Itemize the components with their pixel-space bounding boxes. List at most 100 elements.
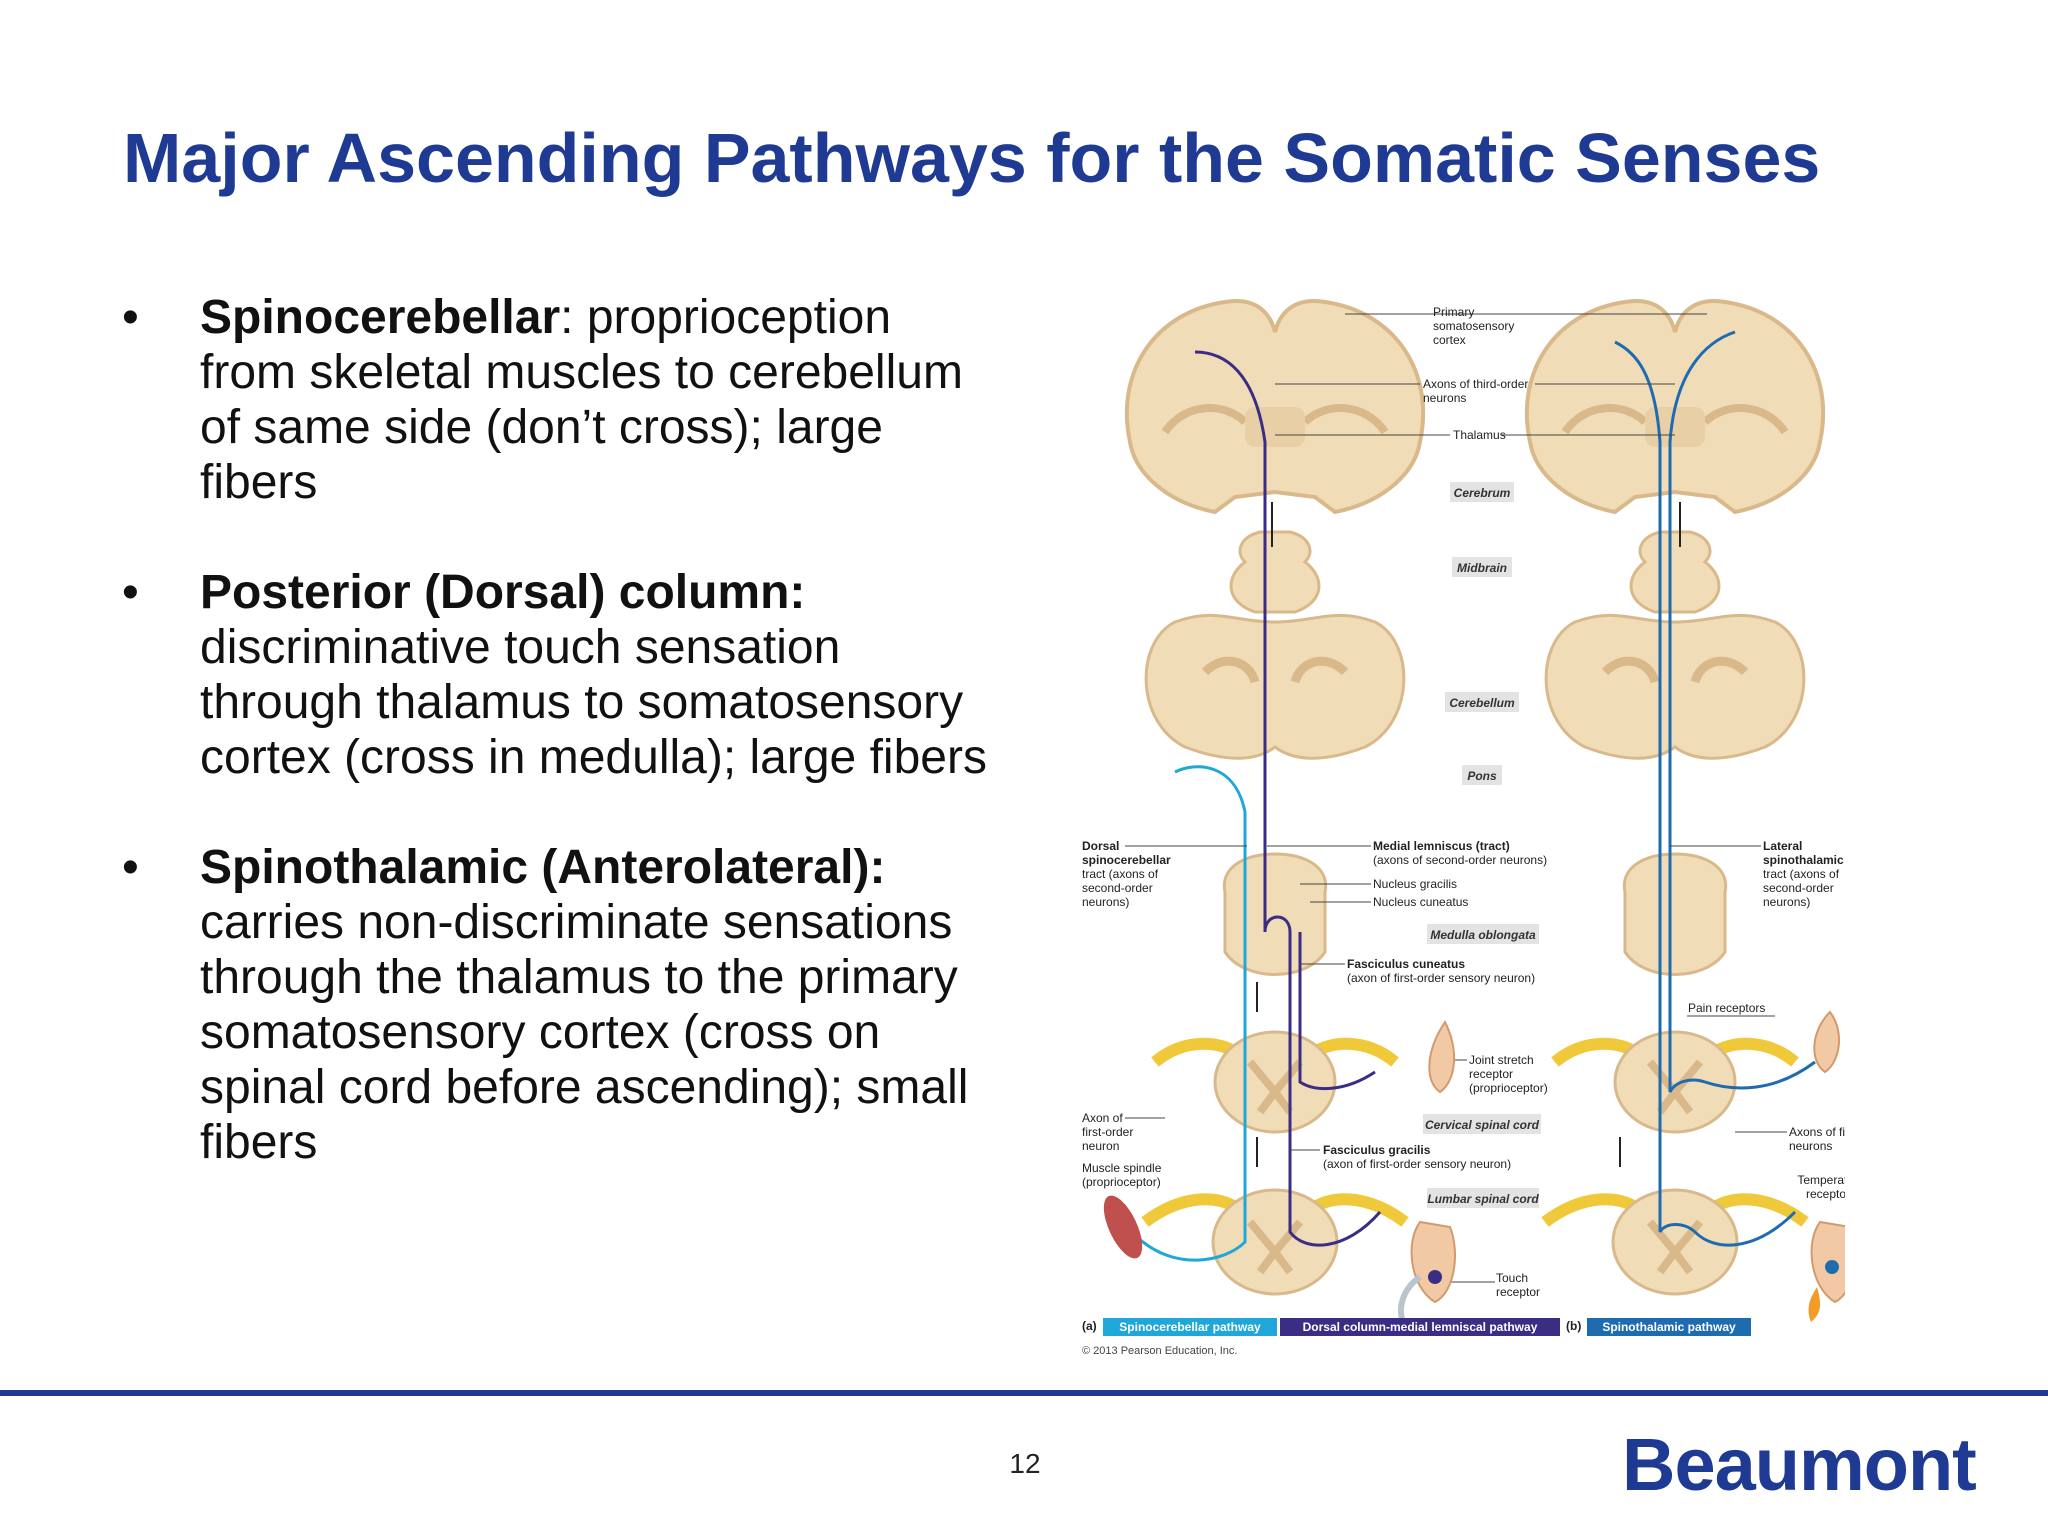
svg-text:cortex: cortex <box>1433 333 1466 347</box>
bullet-marker: • <box>122 841 139 894</box>
beaumont-logo: Beaumont <box>1622 1423 1977 1506</box>
legend-spinothalamic: Spinothalamic pathway <box>1602 1320 1736 1334</box>
pathways-diagram: Primary somatosensory cortex Axons of th… <box>1082 299 1890 1357</box>
svg-text:Thalamus: Thalamus <box>1453 428 1506 442</box>
label-axons-third-order: Axons of third-order neurons <box>1275 377 1675 405</box>
joint-receptor-icon <box>1428 1020 1456 1094</box>
svg-text:Axon of: Axon of <box>1082 1111 1123 1125</box>
svg-text:somatosensory: somatosensory <box>1433 319 1514 333</box>
label-nucleus-gracilis: Nucleus gracilis <box>1300 877 1457 891</box>
svg-text:receptor: receptor <box>1496 1285 1540 1299</box>
svg-text:(proprioceptor): (proprioceptor) <box>1469 1081 1548 1095</box>
label-dorsal-spinocerebellar-tract: Dorsal spinocerebellar tract (axons of s… <box>1082 839 1247 909</box>
svg-text:spinocerebellar: spinocerebellar <box>1082 853 1171 867</box>
bullet-marker: • <box>122 291 139 344</box>
region-label-cerebrum: Cerebrum <box>1450 482 1514 502</box>
svg-text:Pons: Pons <box>1467 769 1497 783</box>
svg-text:Lateral: Lateral <box>1763 839 1802 853</box>
left-brainstem-midbrain <box>1229 530 1321 614</box>
ascending-pathways-figure: Primary somatosensory cortex Axons of th… <box>1075 292 1890 1362</box>
svg-text:receptor: receptor <box>1469 1067 1513 1081</box>
legend-spinocerebellar: Spinocerebellar pathway <box>1119 1320 1261 1334</box>
region-label-lumbar: Lumbar spinal cord <box>1427 1188 1539 1208</box>
svg-text:tract (axons of: tract (axons of <box>1082 867 1159 881</box>
svg-text:Cerebrum: Cerebrum <box>1454 486 1511 500</box>
bullet-term: Spinocerebellar <box>200 291 561 344</box>
svg-text:neurons): neurons) <box>1082 895 1129 909</box>
svg-text:Temperature: Temperature <box>1797 1173 1845 1187</box>
region-label-cerebellum: Cerebellum <box>1445 692 1519 712</box>
svg-text:neurons: neurons <box>1789 1139 1832 1153</box>
label-fasciculus-cuneatus: Fasciculus cuneatus (axon of first-order… <box>1300 957 1535 985</box>
label-joint-stretch-receptor: Joint stretch receptor (proprioceptor) <box>1430 1053 1548 1095</box>
svg-text:(axons of second-order neurons: (axons of second-order neurons) <box>1373 853 1547 867</box>
label-muscle-spindle: Muscle spindle (proprioceptor) <box>1082 1161 1162 1189</box>
svg-text:Fasciculus cuneatus: Fasciculus cuneatus <box>1347 957 1465 971</box>
label-primary-cortex: Primary somatosensory cortex <box>1345 305 1707 347</box>
svg-text:Muscle spindle: Muscle spindle <box>1082 1161 1162 1175</box>
svg-text:Axons of first-order: Axons of first-order <box>1789 1125 1845 1139</box>
svg-text:Fasciculus gracilis: Fasciculus gracilis <box>1323 1143 1431 1157</box>
svg-text:neuron: neuron <box>1082 1139 1119 1153</box>
label-temperature-receptors: Temperature receptors <box>1797 1173 1865 1201</box>
bullet-spinothalamic: • Spinothalamic (Anterolateral): carries… <box>120 840 1000 1170</box>
svg-text:Medulla oblongata: Medulla oblongata <box>1430 928 1536 942</box>
left-medulla <box>1222 852 1328 976</box>
figure-copyright: © 2013 Pearson Education, Inc. <box>1082 1345 1237 1357</box>
svg-text:Lumbar spinal cord: Lumbar spinal cord <box>1427 1192 1539 1206</box>
legend-panel-a: (a) <box>1082 1319 1097 1333</box>
svg-text:Midbrain: Midbrain <box>1457 561 1507 575</box>
svg-text:Primary: Primary <box>1433 305 1474 319</box>
label-medial-lemniscus: Medial lemniscus (tract) (axons of secon… <box>1267 839 1547 867</box>
svg-text:first-order: first-order <box>1082 1125 1133 1139</box>
region-label-cervical: Cervical spinal cord <box>1423 1114 1541 1134</box>
svg-text:(axon of first-order sensory n: (axon of first-order sensory neuron) <box>1347 971 1535 985</box>
bullet-text: : proprioception from skeletal muscles t… <box>200 291 963 509</box>
foot-temperature-receptor-icon <box>1810 1220 1856 1304</box>
svg-text:Dorsal: Dorsal <box>1082 839 1119 853</box>
page-number: 12 <box>1009 1448 1041 1479</box>
dorsal-column-tract-line <box>1194 350 1382 1247</box>
svg-text:receptors: receptors <box>1806 1187 1845 1201</box>
legend-dorsal-column: Dorsal column-medial lemniscal pathway <box>1303 1320 1538 1334</box>
spinocerebellar-tract-line <box>1135 765 1247 1262</box>
dorsal-column-tract-line <box>1298 932 1376 1091</box>
bullet-text: carries non-discriminate sensations thro… <box>200 896 969 1169</box>
region-label-medulla: Medulla oblongata <box>1427 924 1539 944</box>
spinothalamic-tract-line <box>1614 340 1797 1247</box>
svg-text:Cervical spinal cord: Cervical spinal cord <box>1425 1118 1540 1132</box>
svg-text:Joint stretch: Joint stretch <box>1469 1053 1534 1067</box>
bullet-term: Spinothalamic (Anterolateral): <box>200 841 886 894</box>
right-medulla <box>1622 852 1728 976</box>
footer-divider <box>0 1390 2048 1396</box>
left-lumbar-cord <box>1141 1188 1409 1296</box>
svg-text:second-order: second-order <box>1763 881 1834 895</box>
svg-text:spinothalamic: spinothalamic <box>1763 853 1844 867</box>
svg-text:(axon of first-order sensory n: (axon of first-order sensory neuron) <box>1323 1157 1511 1171</box>
pain-receptor-icon <box>1813 1010 1841 1074</box>
label-nucleus-cuneatus: Nucleus cuneatus <box>1310 895 1468 909</box>
label-pain-receptors: Pain receptors <box>1687 1001 1775 1017</box>
region-label-pons: Pons <box>1462 765 1502 785</box>
svg-text:neurons: neurons <box>1423 391 1466 405</box>
label-lateral-spinothalamic-tract: Lateral spinothalamic tract (axons of se… <box>1670 839 1844 909</box>
svg-text:tract (axons of: tract (axons of <box>1763 867 1840 881</box>
bullet-term: Posterior (Dorsal) column: <box>200 566 806 619</box>
svg-text:Axons of third-order: Axons of third-order <box>1423 377 1528 391</box>
svg-text:Medial lemniscus (tract): Medial lemniscus (tract) <box>1373 839 1510 853</box>
foot-touch-receptor-icon <box>1410 1220 1456 1304</box>
label-fasciculus-gracilis: Fasciculus gracilis (axon of first-order… <box>1290 1143 1511 1171</box>
svg-text:neurons): neurons) <box>1763 895 1810 909</box>
legend-panel-b: (b) <box>1566 1319 1581 1333</box>
spinothalamic-tract-line <box>1668 330 1816 1093</box>
bullet-dorsal-column: • Posterior (Dorsal) column: discriminat… <box>120 565 1000 785</box>
right-brainstem-midbrain <box>1629 530 1721 614</box>
svg-text:second-order: second-order <box>1082 881 1153 895</box>
label-axons-first-order-right: Axons of first-order neurons <box>1735 1125 1890 1153</box>
left-cerebellum-pons <box>1144 613 1406 760</box>
right-cervical-cord <box>1551 1030 1799 1134</box>
pathway-legend: (a) Spinocerebellar pathway Dorsal colum… <box>1082 1318 1751 1336</box>
right-cerebellum-pons <box>1544 613 1806 760</box>
bullet-spinocerebellar: • Spinocerebellar: proprioception from s… <box>120 290 1000 510</box>
bullet-list: • Spinocerebellar: proprioception from s… <box>120 290 1000 1225</box>
